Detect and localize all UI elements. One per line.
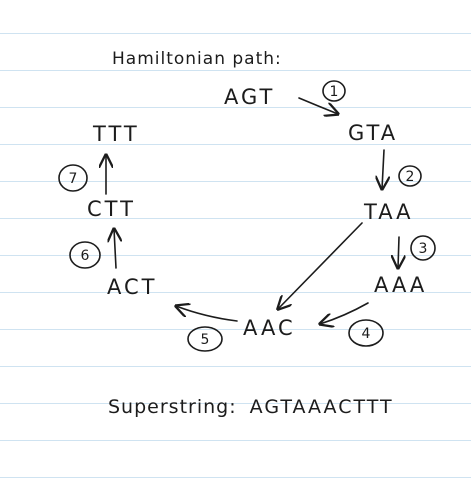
edge-gta-taa — [382, 149, 384, 189]
step-marker-6: 6 — [69, 241, 101, 269]
step-number-4: 4 — [362, 326, 371, 342]
edge-agt-gta — [298, 97, 338, 114]
node-act: ACT — [107, 275, 158, 299]
step-number-3: 3 — [419, 241, 428, 257]
node-ctt: CTT — [87, 197, 136, 221]
superstring-label: Superstring: — [108, 396, 237, 418]
step-number-7: 7 — [69, 171, 78, 187]
edge-taa-aaa — [398, 236, 399, 268]
node-ttt: TTT — [92, 122, 140, 146]
step-number-1: 1 — [330, 84, 339, 100]
edge-aac-act — [176, 306, 238, 322]
superstring-line: Superstring: AGTAAACTTT — [108, 396, 394, 418]
node-aac: AAC — [243, 316, 296, 340]
step-number-2: 2 — [406, 169, 415, 185]
step-marker-5: 5 — [187, 326, 223, 352]
step-number-5: 5 — [201, 332, 210, 348]
edge-aaa-aac — [320, 302, 369, 324]
step-marker-7: 7 — [58, 164, 88, 192]
step-marker-1: 1 — [322, 80, 346, 102]
node-aaa: AAA — [374, 273, 427, 297]
superstring-value: AGTAAACTTT — [250, 396, 394, 418]
step-marker-3: 3 — [410, 235, 436, 261]
node-taa: TAA — [363, 200, 414, 224]
step-number-6: 6 — [81, 248, 90, 264]
step-marker-4: 4 — [348, 319, 384, 347]
diagram-title: Hamiltonian path: — [112, 49, 282, 69]
edge-taa-aac — [278, 222, 363, 309]
step-marker-2: 2 — [398, 165, 422, 187]
node-gta: GTA — [348, 121, 398, 145]
node-agt: AGT — [224, 85, 275, 109]
edge-act-ctt — [114, 229, 116, 269]
